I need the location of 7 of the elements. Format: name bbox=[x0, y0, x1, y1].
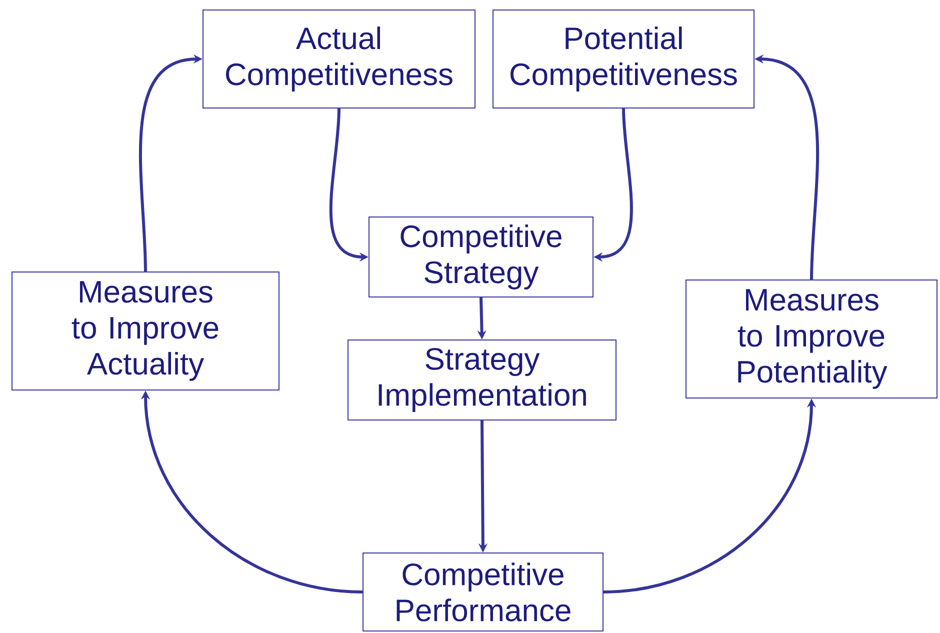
process-box: Competitive Strategy bbox=[368, 216, 594, 298]
process-box: Measures to Improve Actuality bbox=[12, 272, 280, 390]
process-box: Measures to Improve Potentiality bbox=[686, 280, 938, 398]
process-box: Strategy Implementation bbox=[348, 340, 616, 420]
process-box: Competitive Performance bbox=[362, 552, 604, 632]
process-box: Actual Competitiveness bbox=[202, 10, 476, 108]
process-box: Potential Competitiveness bbox=[492, 10, 754, 108]
